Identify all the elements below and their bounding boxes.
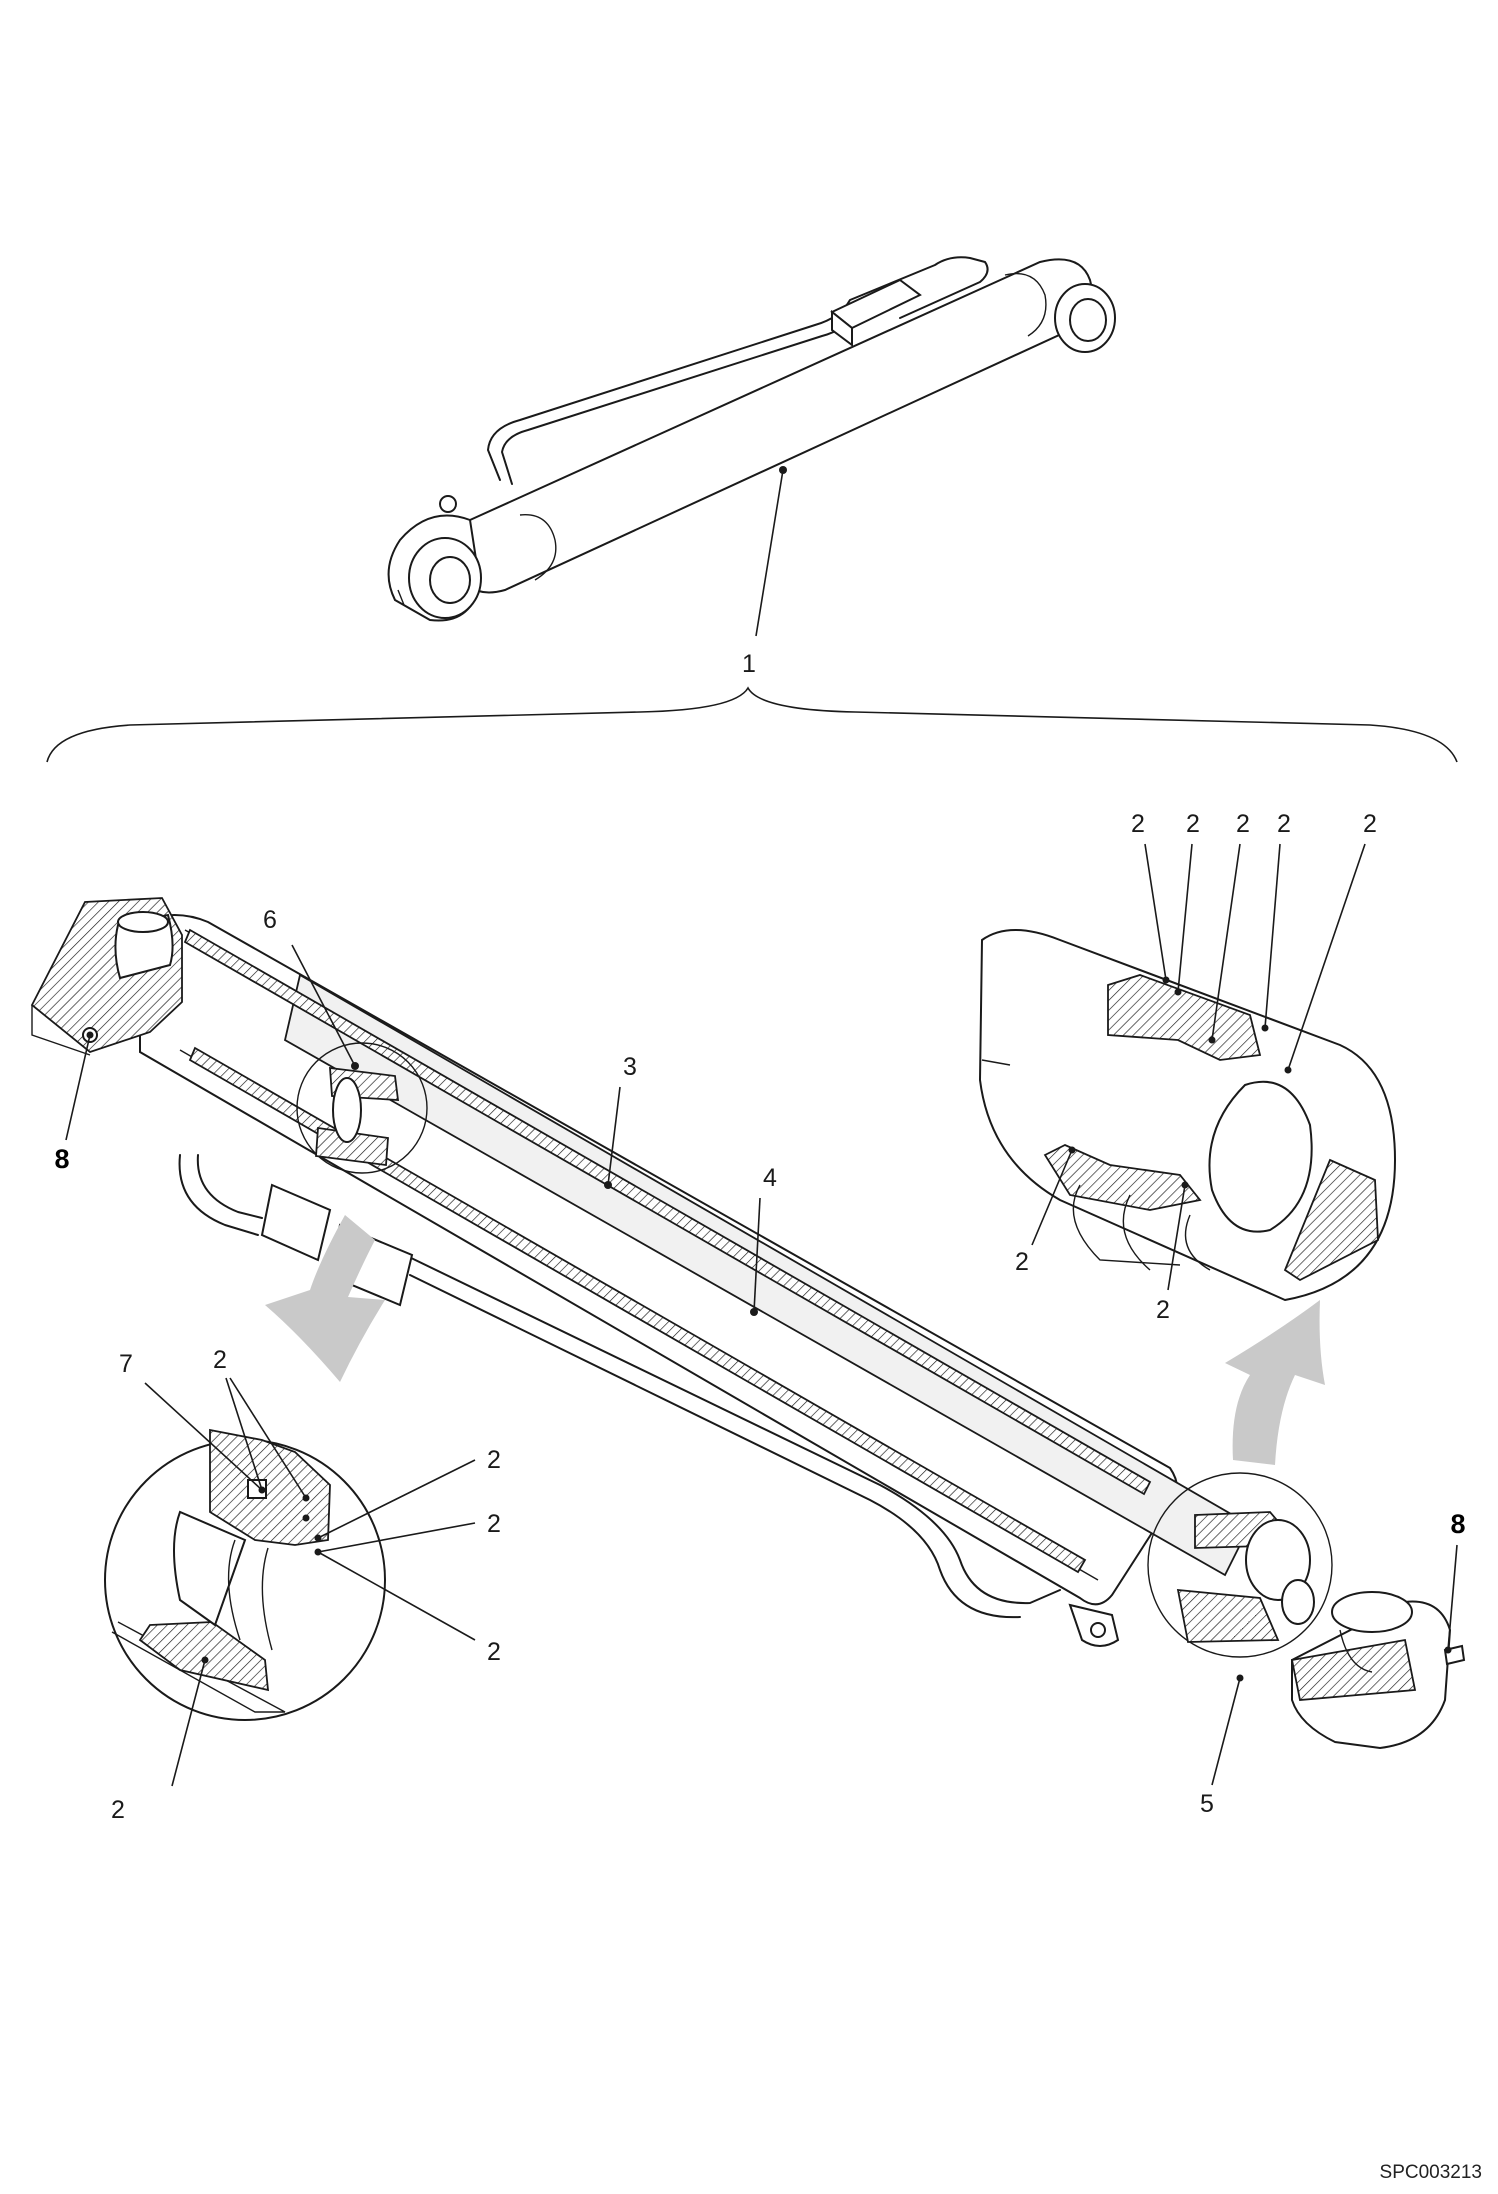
callout-grease-nipple-left: 8 (54, 1144, 69, 1174)
callout-piston-rod: 4 (763, 1164, 777, 1192)
callout-piston: 6 (263, 906, 277, 934)
callout-grease-nipple-right: 8 (1450, 1509, 1465, 1539)
callout-piston-seal-5: 2 (111, 1796, 125, 1824)
callout-head-seal-3: 2 (1236, 810, 1250, 838)
callout-labels: 1 6 3 4 8 8 5 2 2 2 2 2 2 2 7 2 2 2 2 2 (54, 650, 1465, 1824)
callout-head-seal-2: 2 (1186, 810, 1200, 838)
callout-head-seal-4: 2 (1277, 810, 1291, 838)
cylinder-cutaway-drawing (30, 897, 1466, 1786)
callout-assembly: 1 (742, 650, 756, 678)
callout-head-seal-1: 2 (1131, 810, 1145, 838)
head-seal-detail (978, 843, 1397, 1302)
callout-head-seal-6: 2 (1015, 1248, 1029, 1276)
callout-head-seal-5: 2 (1363, 810, 1377, 838)
piston-seal-detail (104, 1377, 476, 1787)
callout-cylinder-head: 5 (1200, 1790, 1214, 1818)
assembly-brace (46, 686, 1458, 763)
callout-piston-seal-2: 2 (487, 1446, 501, 1474)
callout-head-seal-7: 2 (1156, 1296, 1170, 1324)
cylinder-assembly-drawing (387, 256, 1116, 637)
callout-piston-seal-4: 2 (487, 1638, 501, 1666)
callout-cylinder-tube: 3 (623, 1053, 637, 1081)
callout-piston-seal-3: 2 (487, 1510, 501, 1538)
detail-arrow-right (1225, 1300, 1325, 1465)
document-code: SPC003213 (1380, 2162, 1482, 2183)
callout-piston-seal-1: 2 (213, 1346, 227, 1374)
callout-lock-ring: 7 (119, 1350, 133, 1378)
detail-arrow-left (265, 1215, 385, 1382)
